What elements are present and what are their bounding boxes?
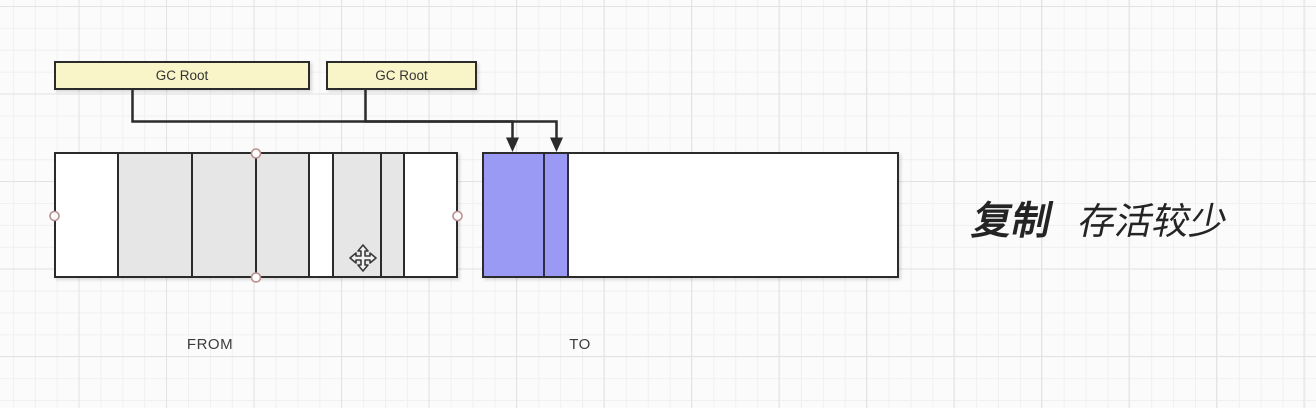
- from-label-text: FROM: [186, 335, 234, 353]
- to-memory-block[interactable]: [482, 152, 899, 278]
- from-segment[interactable]: [405, 154, 455, 276]
- from-segment[interactable]: [257, 154, 310, 276]
- gc-root-label: GC Root: [155, 68, 209, 83]
- from-memory-block[interactable]: [54, 152, 458, 278]
- arrowhead-icon: [550, 137, 563, 152]
- gc-root-1-connector[interactable]: [131, 89, 514, 140]
- annotation-subtitle: 存活较少: [1074, 201, 1232, 242]
- gc-root-box-2[interactable]: GC Root: [326, 61, 477, 90]
- from-region-label[interactable]: FROM: [160, 334, 260, 354]
- arrowhead-icon: [506, 137, 519, 152]
- to-segment[interactable]: [545, 154, 569, 276]
- from-segment[interactable]: [310, 154, 334, 276]
- from-segment[interactable]: [193, 154, 257, 276]
- gc-root-2-connector[interactable]: [364, 89, 558, 140]
- from-segment[interactable]: [382, 154, 405, 276]
- annotation-title: 复制: [968, 200, 1056, 243]
- to-segment[interactable]: [569, 154, 897, 276]
- annotation-text[interactable]: 复制 存活较少: [968, 190, 1234, 246]
- gc-root-box-1[interactable]: GC Root: [54, 61, 310, 90]
- to-segment[interactable]: [484, 154, 545, 276]
- gc-root-label: GC Root: [375, 68, 428, 83]
- to-region-label[interactable]: TO: [535, 334, 625, 354]
- from-segment[interactable]: [56, 154, 119, 276]
- to-label-text: TO: [569, 335, 591, 353]
- from-segment[interactable]: [334, 154, 382, 276]
- from-segment[interactable]: [119, 154, 193, 276]
